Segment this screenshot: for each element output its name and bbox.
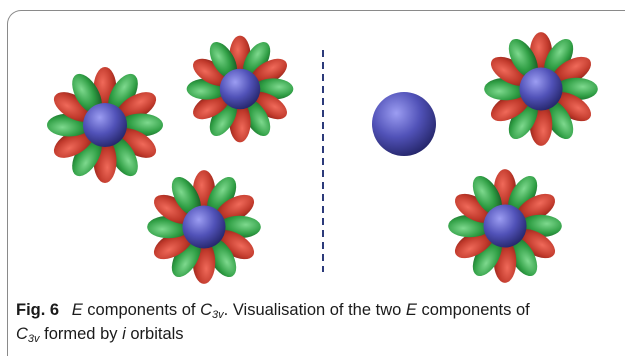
orbital-core [83, 103, 127, 147]
red-lobe [516, 229, 556, 259]
green-lobe [72, 73, 102, 114]
red-lobe [193, 58, 230, 87]
figure-caption: Fig. 6 E components of C3v. Visualisatio… [16, 298, 616, 346]
caption-title-E: E [71, 301, 83, 319]
red-lobe [250, 58, 287, 87]
red-lobe [552, 56, 592, 86]
red-lobe [250, 91, 287, 120]
red-lobe [116, 128, 157, 158]
red-lobe [116, 92, 157, 122]
figure-label: Fig. 6 [16, 301, 60, 319]
i-orbital-cluster [448, 169, 562, 283]
green-lobe [508, 237, 538, 277]
red-lobe [153, 230, 193, 260]
green-lobe [108, 136, 138, 177]
central-sphere [372, 92, 436, 156]
green-lobe [207, 176, 237, 216]
figure-illustration [47, 32, 598, 284]
orbital-core [519, 67, 563, 111]
green-lobe [171, 238, 201, 278]
caption-desc-E: E [405, 301, 417, 319]
red-lobe [215, 230, 255, 260]
i-orbital-cluster [186, 35, 294, 143]
green-lobe [544, 100, 574, 140]
red-lobe [454, 193, 494, 223]
figure-frame [7, 10, 625, 356]
i-orbital-cluster [484, 32, 598, 146]
red-lobe [552, 92, 592, 122]
caption-desc-C: C [16, 325, 28, 343]
red-lobe [490, 92, 530, 122]
caption-desc-sub: 3v [27, 333, 40, 345]
caption-desc-i: i [122, 325, 126, 343]
caption-title-mid: components of [82, 301, 201, 319]
green-lobe [207, 238, 237, 278]
red-lobe [53, 92, 94, 122]
green-lobe [242, 99, 271, 136]
red-lobe [454, 229, 494, 259]
red-lobe [193, 91, 230, 120]
red-lobe [153, 194, 193, 224]
caption-desc-mid: components of [416, 301, 530, 319]
green-lobe [472, 237, 502, 277]
green-lobe [242, 42, 271, 79]
red-lobe [53, 128, 94, 158]
caption-title-end: . [223, 301, 229, 319]
caption-title-sub: 3v [212, 309, 224, 321]
green-lobe [108, 73, 138, 114]
orbital-core [483, 204, 527, 248]
green-lobe [508, 100, 538, 140]
i-orbital-cluster [147, 170, 261, 284]
orbital-core [182, 205, 226, 249]
red-lobe [215, 194, 255, 224]
orbital-core [219, 68, 261, 110]
green-lobe [544, 38, 574, 78]
green-lobe [508, 38, 538, 78]
caption-title-C: C [200, 301, 213, 319]
caption-desc-tail: formed by [39, 325, 123, 343]
caption-desc-start: Visualisation of the two [228, 301, 406, 319]
green-lobe [171, 176, 201, 216]
green-lobe [209, 42, 238, 79]
green-lobe [209, 99, 238, 136]
green-lobe [508, 175, 538, 215]
red-lobe [516, 193, 556, 223]
red-lobe [490, 56, 530, 86]
green-lobe [72, 136, 102, 177]
green-lobe [472, 175, 502, 215]
i-orbital-cluster [47, 67, 163, 183]
caption-desc-end: orbitals [125, 325, 184, 343]
